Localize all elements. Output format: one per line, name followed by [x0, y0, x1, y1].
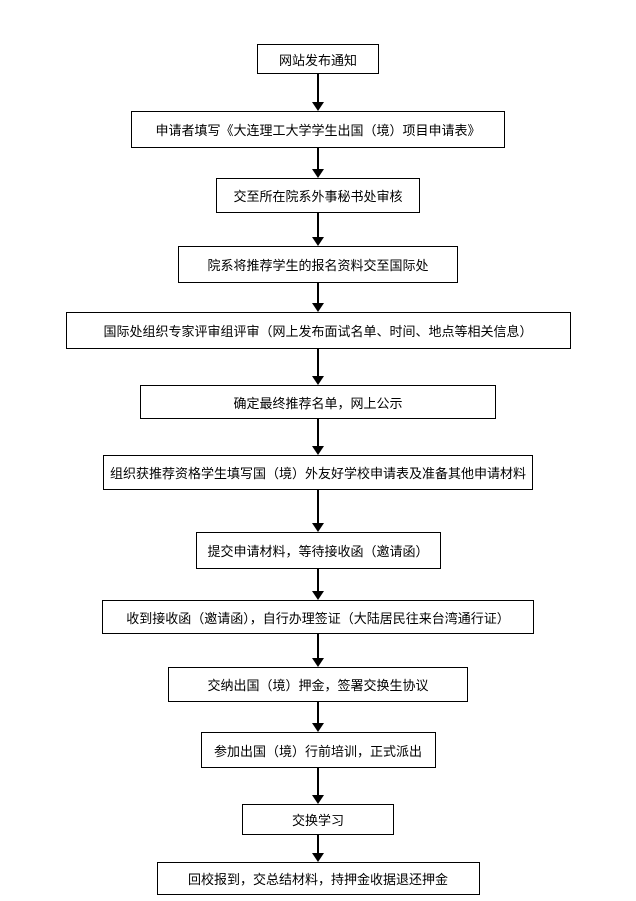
down-arrow-icon: [312, 634, 324, 667]
arrow-line: [317, 419, 319, 446]
down-arrow-icon: [312, 835, 324, 862]
flow-step-label: 回校报到，交总结材料，持押金收据退还押金: [187, 873, 448, 888]
flow-step-submit-to-international-office: 院系将推荐学生的报名资料交至国际处: [178, 246, 458, 283]
arrow-head: [312, 237, 324, 246]
flow-step-receive-letter-apply-visa: 收到接收函（邀请函），自行办理签证（大陆居民往来台湾通行证）: [102, 600, 534, 634]
flow-step-pay-deposit-sign-agreement: 交纳出国（境）押金，签署交换生协议: [168, 667, 468, 702]
flow-step-expert-panel-review: 国际处组织专家评审组评审（网上发布面试名单、时间、地点等相关信息）: [65, 312, 571, 349]
flow-step-label: 交纳出国（境）押金，签署交换生协议: [207, 679, 429, 694]
flow-step-website-notice: 网站发布通知: [257, 44, 379, 74]
arrow-line: [317, 213, 319, 237]
arrow-line: [317, 702, 319, 723]
arrow-line: [317, 74, 319, 102]
arrow-head: [312, 591, 324, 600]
flow-step-label: 参加出国（境）行前培训，正式派出: [213, 744, 422, 760]
down-arrow-icon: [312, 419, 324, 455]
down-arrow-icon: [312, 569, 324, 600]
down-arrow-icon: [312, 702, 324, 732]
arrow-head: [312, 169, 324, 178]
flow-step-label: 组织获推荐资格学生填写国（境）外友好学校申请表及准备其他申请材料: [109, 467, 526, 482]
arrow-head: [312, 853, 324, 862]
arrow-line: [317, 634, 319, 658]
flow-step-label: 国际处组织专家评审组评审（网上发布面试名单、时间、地点等相关信息）: [103, 325, 533, 340]
flow-step-submit-materials-wait-letter: 提交申请材料，等待接收函（邀请函）: [195, 532, 441, 569]
flow-step-partner-school-application: 组织获推荐资格学生填写国（境）外友好学校申请表及准备其他申请材料: [103, 455, 533, 490]
flow-step-label: 申请者填写《大连理工大学学生出国（境）项目申请表》: [155, 124, 481, 139]
arrow-head: [312, 303, 324, 312]
flow-step-department-secretary-review: 交至所在院系外事秘书处审核: [216, 178, 420, 213]
flow-step-label: 确定最终推荐名单，网上公示: [233, 396, 403, 412]
arrow-line: [317, 283, 319, 303]
down-arrow-icon: [312, 283, 324, 312]
down-arrow-icon: [312, 74, 324, 111]
arrow-line: [317, 835, 319, 853]
arrow-head: [312, 376, 324, 385]
down-arrow-icon: [312, 768, 324, 804]
flow-step-final-list-publicity: 确定最终推荐名单，网上公示: [140, 385, 496, 419]
flow-step-label: 院系将推荐学生的报名资料交至国际处: [207, 259, 429, 274]
down-arrow-icon: [312, 148, 324, 178]
arrow-head: [312, 658, 324, 667]
arrow-head: [312, 795, 324, 804]
arrow-head: [312, 446, 324, 455]
arrow-line: [317, 349, 319, 376]
flow-step-fill-application-form: 申请者填写《大连理工大学学生出国（境）项目申请表》: [131, 111, 505, 148]
flow-step-return-report-refund-deposit: 回校报到，交总结材料，持押金收据退还押金: [156, 862, 480, 895]
flow-step-label: 网站发布通知: [278, 53, 357, 69]
down-arrow-icon: [312, 490, 324, 532]
arrow-line: [317, 569, 319, 591]
down-arrow-icon: [312, 213, 324, 246]
flow-step-label: 交换学习: [291, 814, 344, 829]
flow-step-label: 提交申请材料，等待接收函（邀请函）: [207, 545, 429, 560]
flow-step-exchange-study: 交换学习: [242, 804, 394, 835]
arrow-head: [312, 723, 324, 732]
arrow-line: [317, 148, 319, 169]
arrow-head: [312, 523, 324, 532]
down-arrow-icon: [312, 349, 324, 385]
flow-step-pre-departure-training: 参加出国（境）行前培训，正式派出: [200, 732, 436, 768]
arrow-line: [317, 768, 319, 795]
flow-step-label: 收到接收函（邀请函），自行办理签证（大陆居民往来台湾通行证）: [126, 611, 510, 627]
flow-step-label: 交至所在院系外事秘书处审核: [233, 190, 403, 205]
arrow-line: [317, 490, 319, 523]
arrow-head: [312, 102, 324, 111]
